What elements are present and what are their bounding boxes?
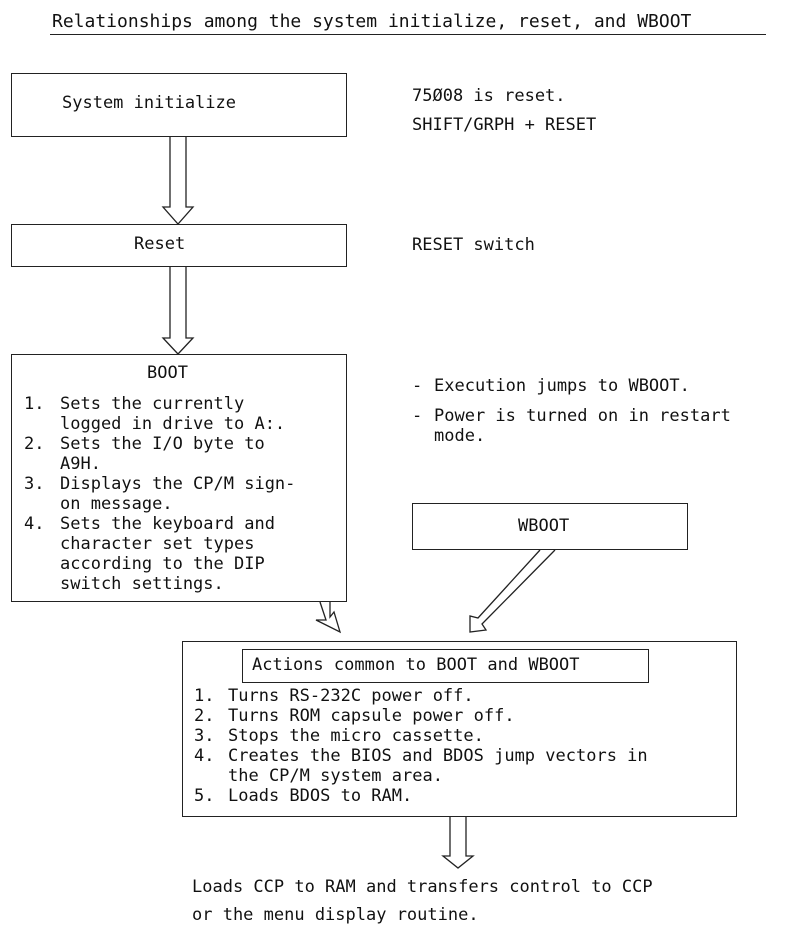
common-actions-label-box — [242, 649, 649, 683]
common-item-number: 1. — [194, 686, 215, 706]
common-actions-box — [182, 641, 737, 817]
wboot-note-dash: - — [412, 376, 423, 396]
result-line-2: or the menu display routine. — [192, 905, 479, 925]
common-item-2: 2. Turns ROM capsule power off. — [194, 706, 734, 726]
common-item-3: 3. Stops the micro cassette. — [194, 726, 734, 746]
boot-item-text: Sets the keyboard and character set type… — [60, 514, 275, 594]
boot-item-4: 4. Sets the keyboard and character set t… — [24, 514, 344, 594]
boot-item-1: 1. Sets the currently logged in drive to… — [24, 394, 344, 434]
system-initialize-note-2: SHIFT/GRPH + RESET — [412, 115, 597, 135]
system-initialize-label: System initialize — [62, 93, 236, 113]
common-item-4: 4. Creates the BIOS and BDOS jump vector… — [194, 746, 734, 786]
result-line-1: Loads CCP to RAM and transfers control t… — [192, 877, 653, 897]
common-item-text: Turns RS-232C power off. — [228, 686, 474, 706]
boot-box — [11, 354, 347, 602]
common-item-text: Creates the BIOS and BDOS jump vectors i… — [228, 746, 648, 786]
arrow-init-to-reset — [161, 137, 195, 225]
boot-item-text: Sets the I/O byte to A9H. — [60, 434, 265, 474]
boot-label: BOOT — [147, 363, 188, 383]
system-initialize-box — [11, 73, 347, 137]
boot-item-number: 1. — [24, 394, 45, 414]
boot-item-number: 4. — [24, 514, 45, 534]
boot-item-2: 2. Sets the I/O byte to A9H. — [24, 434, 344, 474]
wboot-note-dash: - — [412, 406, 423, 426]
arrow-wboot-to-common — [469, 549, 556, 633]
boot-item-text: Displays the CP/M sign- on message. — [60, 474, 296, 514]
boot-item-3: 3. Displays the CP/M sign- on message. — [24, 474, 344, 514]
boot-item-number: 2. — [24, 434, 45, 454]
common-item-number: 2. — [194, 706, 215, 726]
common-item-number: 4. — [194, 746, 215, 766]
system-initialize-note-1: 75Ø08 is reset. — [412, 86, 566, 106]
common-item-text: Stops the micro cassette. — [228, 726, 484, 746]
wboot-note-2: - Power is turned on in restart mode. — [412, 406, 792, 446]
common-item-5: 5. Loads BDOS to RAM. — [194, 786, 734, 806]
boot-item-number: 3. — [24, 474, 45, 494]
boot-item-text: Sets the currently logged in drive to A:… — [60, 394, 286, 434]
arrow-boot-to-common — [315, 601, 342, 634]
reset-label: Reset — [134, 234, 186, 254]
wboot-note-text: Power is turned on in restart mode. — [434, 406, 731, 446]
wboot-label: WBOOT — [518, 516, 570, 536]
title-underline — [50, 34, 766, 35]
arrow-common-to-result — [441, 817, 475, 869]
wboot-note-1: - Execution jumps to WBOOT. — [412, 376, 792, 396]
reset-box — [11, 224, 347, 267]
wboot-note-text: Execution jumps to WBOOT. — [434, 376, 690, 396]
common-item-number: 3. — [194, 726, 215, 746]
common-item-number: 5. — [194, 786, 215, 806]
reset-note: RESET switch — [412, 235, 535, 255]
common-item-1: 1. Turns RS-232C power off. — [194, 686, 734, 706]
diagram-title: Relationships among the system initializ… — [52, 11, 692, 32]
arrow-reset-to-boot — [161, 266, 195, 355]
common-item-text: Turns ROM capsule power off. — [228, 706, 515, 726]
common-actions-label: Actions common to BOOT and WBOOT — [252, 655, 580, 675]
common-item-text: Loads BDOS to RAM. — [228, 786, 413, 806]
wboot-box — [412, 503, 688, 550]
